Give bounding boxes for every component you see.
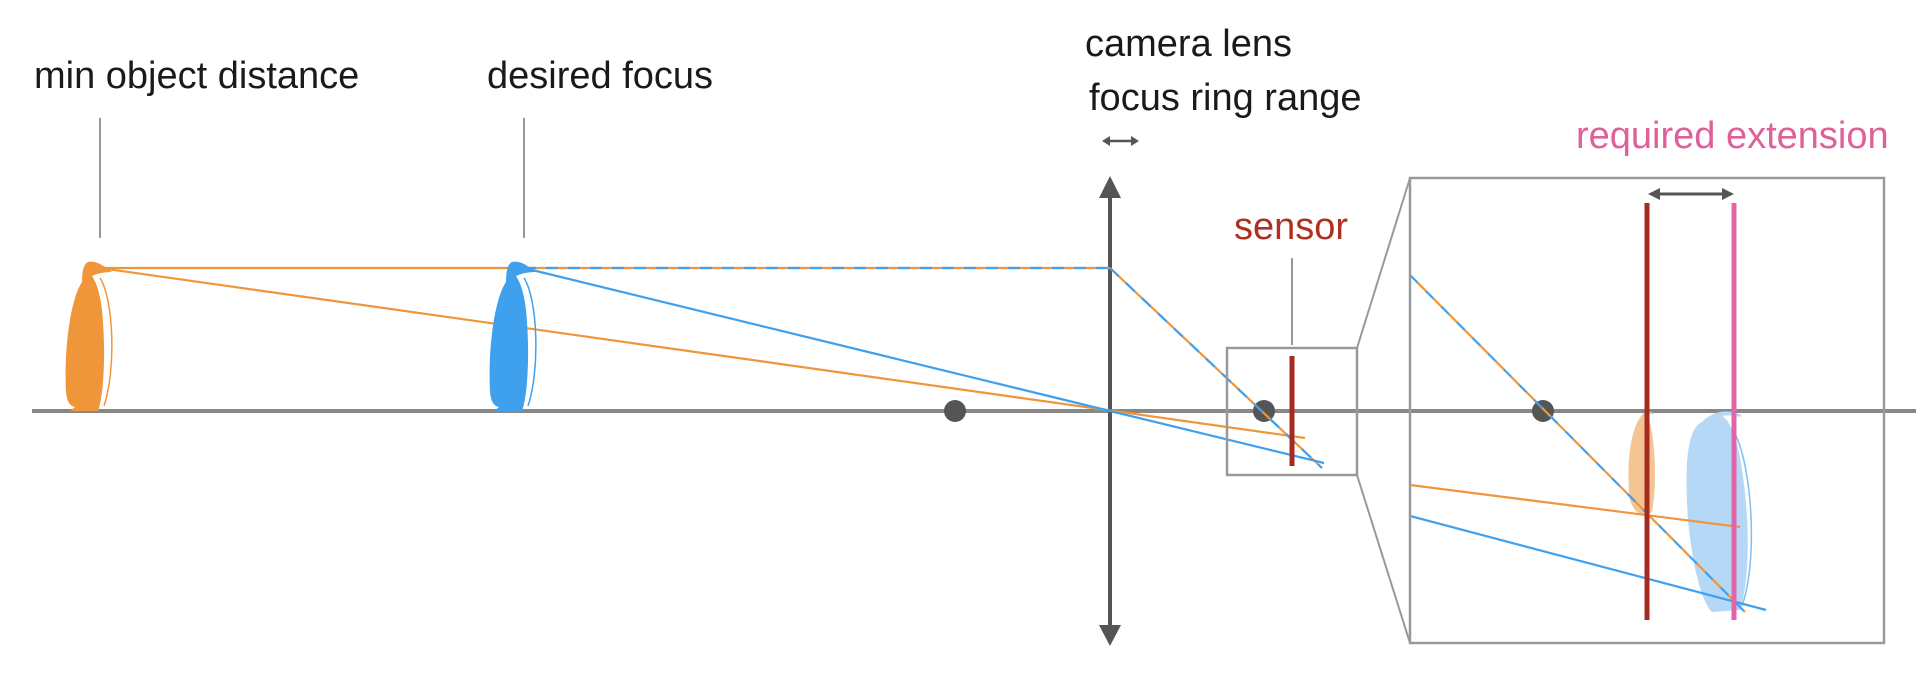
focus-ring-range-label: focus ring range [1089, 77, 1362, 119]
penguin-icon [489, 261, 537, 411]
sensor-label: sensor [1234, 206, 1348, 248]
blue-rays [523, 266, 1325, 469]
zoom-connector-bottom [1356, 474, 1411, 644]
zoom-source-box [1225, 346, 1359, 477]
required-extension-arrow [1648, 188, 1734, 200]
min-object-distance-label: min object distance [34, 55, 359, 97]
camera-lens-label: camera lens [1085, 23, 1292, 65]
desired-focus-label: desired focus [487, 55, 713, 97]
zoom-inset-frame [1408, 176, 1886, 645]
rear-focal-point [1253, 400, 1275, 422]
orange-rays [99, 266, 1323, 469]
zoom-inset-content [1410, 178, 1884, 643]
focus-ring-arrow [1102, 136, 1139, 146]
front-focal-point [944, 400, 966, 422]
required-extension-label: required extension [1576, 115, 1889, 157]
penguin-icon [65, 261, 113, 411]
zoom-connector-top [1356, 177, 1411, 349]
